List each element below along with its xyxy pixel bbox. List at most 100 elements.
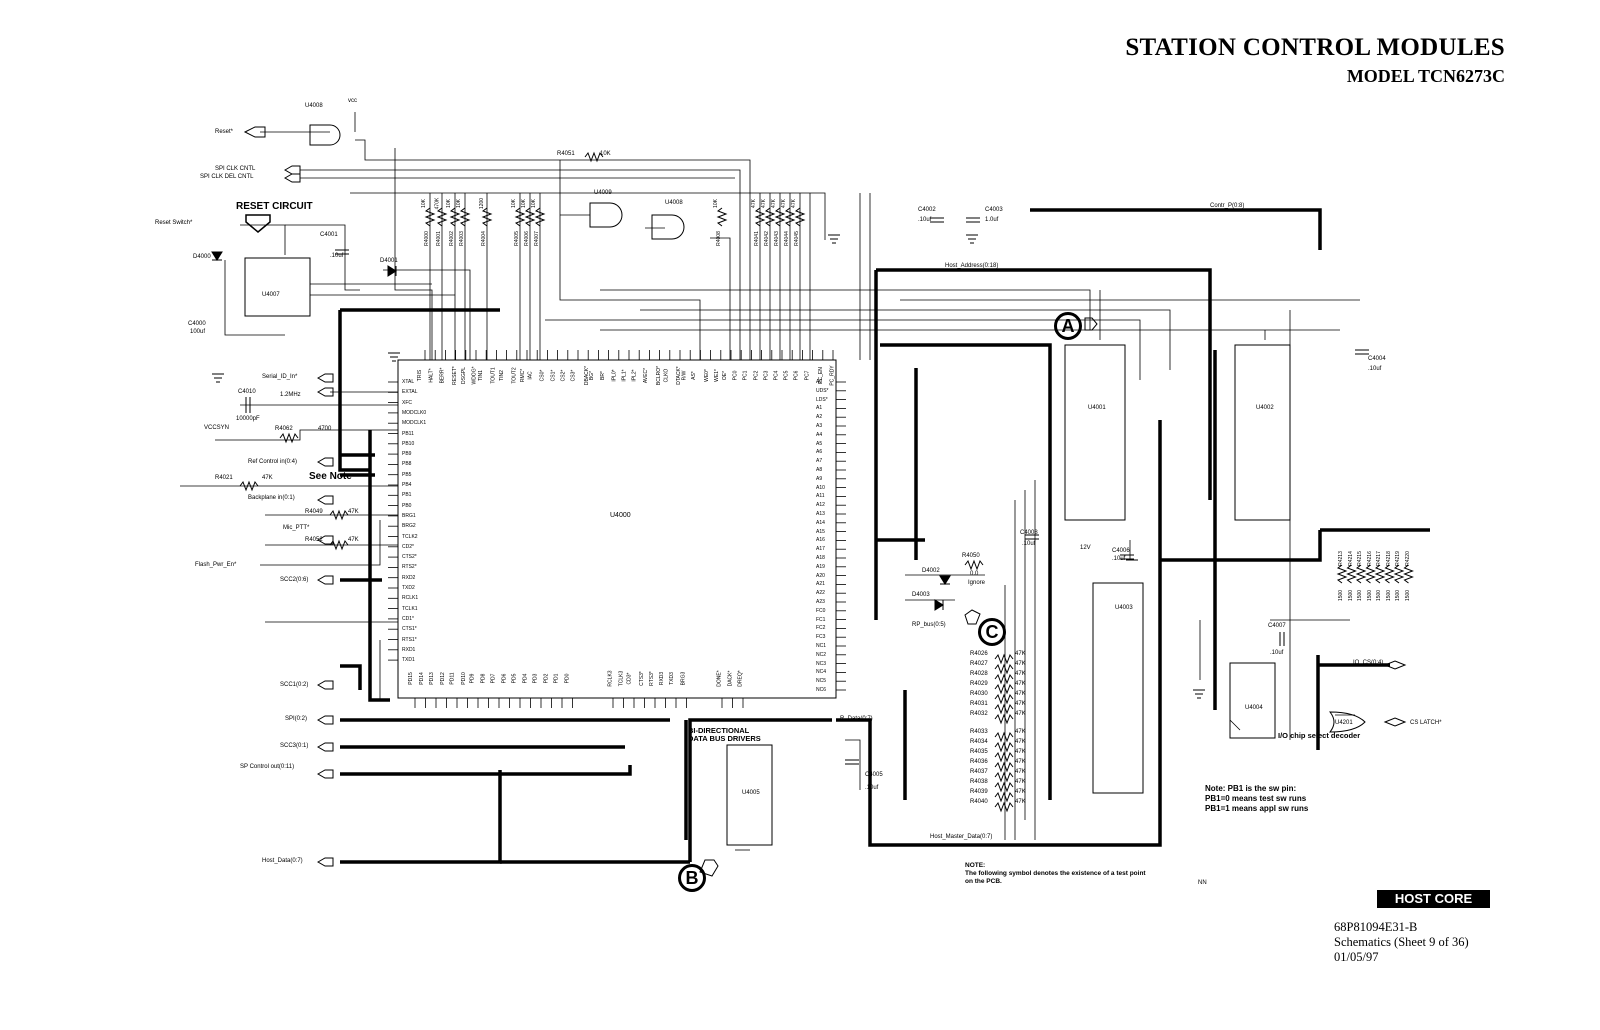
resistor-symbol — [1365, 564, 1376, 584]
cpu-pin-label: PD4 — [521, 673, 528, 684]
signal-wires — [180, 112, 1360, 851]
resistor-symbol — [1346, 564, 1357, 584]
resistor-symbol — [1403, 564, 1414, 584]
resistor-value: 47K — [1015, 691, 1026, 697]
resistor-symbol — [994, 791, 1014, 803]
driver-body — [726, 744, 773, 846]
resistor-symbol — [449, 207, 461, 227]
cpu-pin-label: PB1 — [402, 492, 412, 499]
c4000-ref: C4000 — [188, 321, 206, 327]
cpu-pin-label: AVEC* — [643, 367, 650, 384]
resistor-symbol — [994, 663, 1014, 675]
resistor-ref: R4045 — [793, 231, 800, 246]
c4010-value: 10000pF — [236, 416, 260, 422]
cpu-pin-label: FC0 — [816, 607, 826, 614]
resistor-symbol — [994, 653, 1014, 665]
sram2-body — [1234, 344, 1291, 521]
resistor-value: 47K — [780, 199, 787, 208]
resistor-ref: R4217 — [1375, 551, 1382, 566]
cpu-pin-label: DREQ* — [737, 670, 744, 687]
signal-contr-p: Contr_P(0:8) — [1210, 203, 1245, 209]
marker-a-arrow-icon — [1084, 317, 1098, 331]
bidir-label: BI-DIRECTIONAL DATA BUS DRIVERS — [688, 727, 761, 743]
diode-d4003 — [934, 599, 944, 611]
resistor-ref: R4042 — [763, 231, 770, 246]
c4001-ref: C4001 — [320, 232, 338, 238]
cpu-pin-label: A19 — [816, 563, 825, 570]
c4004-value: .10uf — [1368, 366, 1382, 372]
resistor-value: 1200 — [479, 197, 486, 210]
cpu-pin-label: PB5 — [402, 471, 412, 478]
r4051-ref: R4051 — [557, 151, 575, 157]
cpu-pin-label: PD2 — [542, 673, 549, 684]
cpu-pin-label: PD3 — [532, 673, 539, 684]
resistor-ref: R4005 — [513, 231, 520, 246]
cpu-pin-label: BR* — [599, 371, 606, 380]
resistor-symbol — [524, 207, 536, 227]
resistor-ref: R4007 — [533, 231, 540, 246]
and-gate-u4008-mid — [651, 214, 685, 240]
cpu-pin-label: PC5 — [783, 370, 790, 381]
c4001-value: .10uf — [330, 253, 344, 259]
cpu-pin-label: CS1* — [549, 369, 556, 382]
cpu-pin-label: CS0* — [539, 369, 546, 382]
cpu-pin-label: A8 — [816, 467, 823, 473]
cpu-pin-label: MODCLK1 — [402, 420, 427, 427]
resistor-symbol — [994, 731, 1014, 743]
cpu-pin-label: A1 — [816, 405, 823, 412]
signal-scc3: SCC3(0:1) — [280, 743, 309, 749]
cpu-pin-label: RMC* — [520, 368, 527, 383]
resistor-value: 47K — [1015, 671, 1026, 677]
cpu-pin-label: FC3 — [816, 634, 826, 641]
cpu-pin-label: PD14 — [418, 672, 425, 685]
resistor-ref: R4039 — [970, 789, 988, 795]
resistor-symbol — [794, 207, 806, 227]
reset-ic-body — [244, 257, 311, 317]
signal-cs-latch: CS LATCH* — [1410, 720, 1442, 726]
resistor-ref: R4032 — [970, 711, 988, 717]
reset-ic-label: U4007 — [262, 292, 280, 298]
cpu-pin-label: XTAL — [402, 379, 415, 385]
signal-backplane: Backplane in(0:1) — [248, 495, 295, 501]
resistor-bank-c-symbols — [994, 653, 1014, 725]
cpu-pin-label: UDS* — [816, 387, 829, 394]
cpu-pin-label: BRG2 — [402, 523, 416, 530]
resistor-symbol — [994, 781, 1014, 793]
resistor-symbol — [994, 713, 1014, 725]
see-note-label: See Note — [309, 471, 352, 482]
resistor-value: 1500 — [1357, 589, 1364, 602]
cpu-pin-label: BERR* — [439, 367, 446, 384]
cpu-pin-label: DONE* — [716, 670, 723, 687]
cpu-pin-label: NC1 — [816, 643, 827, 649]
marker-b: B — [678, 864, 706, 892]
cpu-pin-label: BRG1 — [402, 512, 416, 519]
c4003-ref: C4003 — [985, 207, 1003, 213]
resistor-value: 10K — [455, 199, 462, 208]
c4008-ref: C4008 — [1020, 530, 1038, 536]
c4000-value: 100uf — [190, 329, 206, 335]
signal-scc2: SCC2(0:6) — [280, 577, 309, 583]
cpu-pin-label: EXTAL — [402, 389, 418, 396]
ground-symbols — [212, 234, 1205, 699]
io-decoder-label: I/O chip select decoder — [1278, 731, 1361, 740]
resistor-value: 47K — [770, 199, 777, 208]
cpu-pin-label: PD9 — [469, 673, 476, 684]
test-point-note: NOTE: The following symbol denotes the e… — [965, 862, 1146, 886]
c4005-value: .10uf — [865, 785, 879, 791]
supply-12v-label: 12V — [1080, 545, 1091, 551]
resistor-symbol — [994, 751, 1014, 763]
resistor-ref: R4041 — [753, 231, 760, 246]
cpu-pin-label: DACK* — [726, 670, 733, 687]
cpu-pin-label: CD2* — [402, 543, 414, 550]
resistor-ref: R4002 — [448, 231, 455, 246]
cpu-pin-label: PB10 — [402, 440, 415, 447]
resistor-value: 47K — [1015, 779, 1026, 785]
r4049-value: 47K — [348, 509, 359, 515]
signal-1-2mhz: 1.2MHz — [280, 392, 301, 398]
cpu-pin-label: RTS1* — [402, 636, 417, 643]
resistor-value: 1500 — [1385, 589, 1392, 602]
r4052-ref: R4052 — [305, 537, 323, 543]
signal-rp-bus: RP_bus(0:5) — [912, 622, 946, 628]
resistor-ref: R4218 — [1385, 551, 1392, 566]
